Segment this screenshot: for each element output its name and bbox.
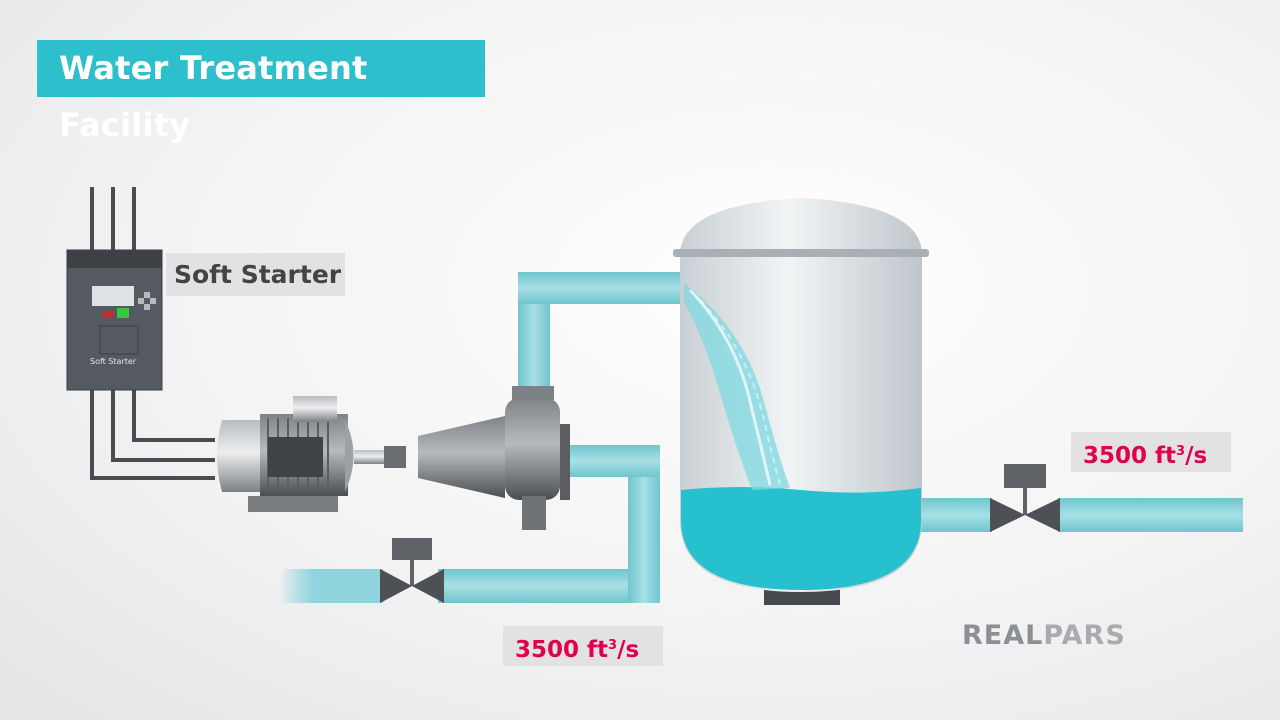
discharge-pipe-top	[518, 272, 684, 304]
inlet-control-valve	[380, 538, 444, 603]
water-stream	[684, 283, 790, 490]
pump-suction-pipe	[566, 445, 660, 477]
outlet-flow-exponent: 3	[1176, 444, 1186, 459]
inlet-flow-exponent: 3	[608, 638, 618, 653]
outlet-control-valve	[990, 464, 1060, 532]
inlet-flow-rate: 3500 ft3/s	[503, 626, 663, 666]
motor-nameplate	[268, 437, 323, 477]
electric-motor	[217, 396, 406, 512]
logo-part-real: REAL	[962, 620, 1044, 651]
motor-cables	[90, 388, 215, 480]
inlet-flow-unit: /s	[617, 637, 640, 663]
inlet-flow-value: 3500 ft	[515, 637, 609, 663]
indicator-light-green	[117, 308, 129, 318]
outlet-flow-value: 3500 ft	[1083, 443, 1177, 469]
realpars-logo: REALPARS	[962, 620, 1126, 651]
power-supply-lines	[90, 187, 136, 252]
indicator-light-red	[102, 311, 114, 318]
centrifugal-pump	[418, 386, 570, 530]
outlet-pipe-left	[918, 498, 992, 532]
outlet-flow-rate: 3500 ft3/s	[1071, 432, 1231, 472]
tank-water	[681, 487, 921, 590]
keypad-icon	[138, 292, 156, 310]
soft-starter-device-label: Soft Starter	[90, 357, 137, 366]
display-screen	[92, 286, 134, 306]
logo-part-pars: PARS	[1043, 620, 1126, 651]
soft-starter-device: Soft Starter	[66, 249, 163, 391]
water-tank	[673, 198, 929, 605]
outlet-flow-unit: /s	[1185, 443, 1208, 469]
soft-starter-callout: Soft Starter	[166, 253, 345, 296]
tank-dome	[680, 198, 922, 252]
outlet-pipe-right	[1058, 498, 1243, 532]
page-title: Water Treatment Facility	[37, 40, 485, 144]
inlet-pipe-left	[283, 569, 383, 603]
inlet-pipe-right	[438, 569, 660, 603]
terminal-box	[293, 396, 337, 422]
